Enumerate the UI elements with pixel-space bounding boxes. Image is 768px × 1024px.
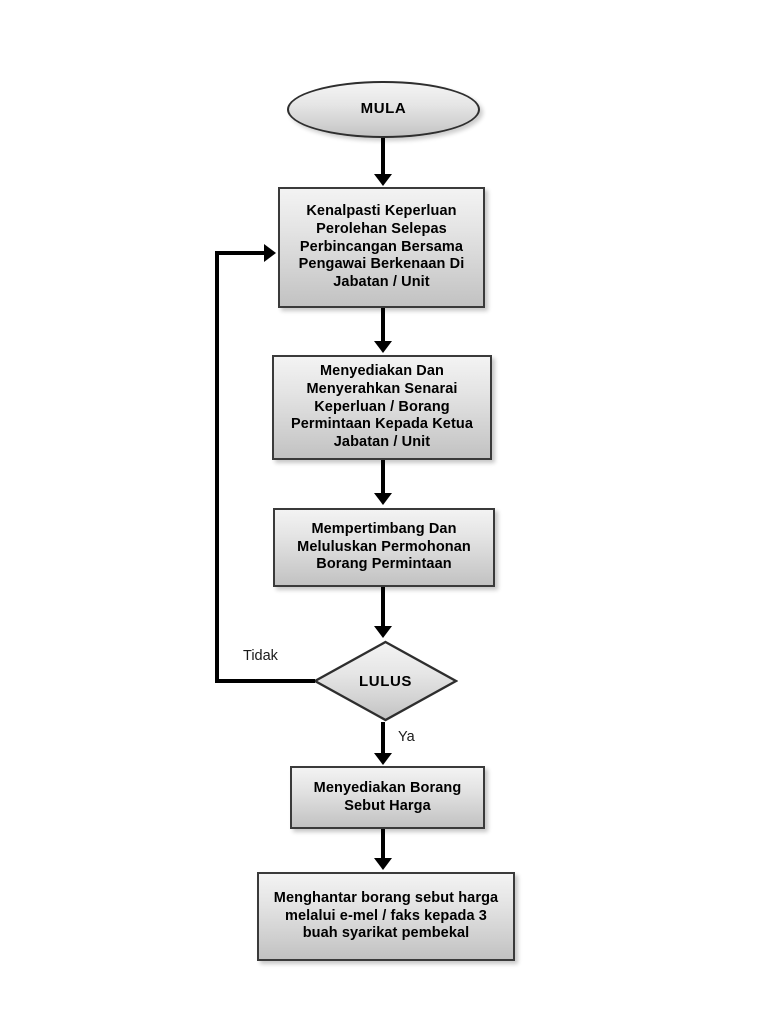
- connector-no-horizontal-top: [215, 251, 266, 255]
- arrowhead-step4-to-step5-icon: [374, 858, 392, 870]
- branch-label-tidak: Tidak: [243, 648, 278, 664]
- node-decision-lulus[interactable]: LULUS: [313, 640, 458, 722]
- arrowhead-step2-to-step3-icon: [374, 493, 392, 505]
- node-step2-line-4: Permintaan Kepada Ketua: [291, 416, 473, 433]
- node-start-label: MULA: [360, 100, 407, 118]
- node-decision-label: LULUS: [359, 672, 412, 690]
- node-step5-line-2: melalui e-mel / faks kepada 3: [285, 907, 487, 924]
- node-step1-line-5: Jabatan / Unit: [333, 274, 430, 291]
- node-step2-line-5: Jabatan / Unit: [333, 434, 431, 451]
- connector-start-to-step1: [381, 138, 385, 175]
- connector-yes-to-step4: [381, 722, 385, 754]
- node-step5-text: Menghantar borang sebut harga melalui e-…: [274, 890, 498, 943]
- node-step5-line-3: buah syarikat pembekal: [302, 925, 470, 942]
- connector-step4-to-step5: [381, 829, 385, 859]
- arrowhead-step3-to-decision-icon: [374, 626, 392, 638]
- node-step4-line-1: Menyediakan Borang: [313, 779, 462, 796]
- node-step2-line-3: Keperluan / Borang: [314, 398, 450, 415]
- arrowhead-no-to-step1-icon: [264, 244, 276, 262]
- branch-label-ya: Ya: [398, 729, 415, 745]
- node-step1-text: Kenalpasti Keperluan Perolehan Selepas P…: [299, 203, 465, 291]
- node-step4-text: Menyediakan Borang Sebut Harga: [314, 780, 462, 815]
- node-step2-submit-requirement-list[interactable]: Menyediakan Dan Menyerahkan Senarai Kepe…: [272, 355, 492, 460]
- node-step2-line-2: Menyerahkan Senarai: [306, 380, 458, 397]
- connector-no-vertical: [215, 251, 219, 683]
- arrowhead-step1-to-step2-icon: [374, 341, 392, 353]
- arrowhead-yes-to-step4-icon: [374, 753, 392, 765]
- node-step1-identify-requirements[interactable]: Kenalpasti Keperluan Perolehan Selepas P…: [278, 187, 485, 308]
- diamond-shape-icon: [313, 640, 458, 722]
- node-step3-consider-approve-request[interactable]: Mempertimbang Dan Meluluskan Permohonan …: [273, 508, 495, 587]
- connector-step3-to-decision: [381, 587, 385, 627]
- node-step2-text: Menyediakan Dan Menyerahkan Senarai Kepe…: [291, 363, 473, 451]
- node-step2-line-1: Menyediakan Dan: [320, 363, 444, 380]
- connector-no-horizontal-bottom: [215, 679, 315, 683]
- node-step1-line-1: Kenalpasti Keperluan: [306, 203, 457, 220]
- node-step4-prepare-quotation-form[interactable]: Menyediakan Borang Sebut Harga: [290, 766, 485, 829]
- node-step1-line-3: Perbincangan Bersama: [299, 238, 464, 255]
- arrowhead-start-to-step1-icon: [374, 174, 392, 186]
- node-step1-line-2: Perolehan Selepas: [316, 220, 447, 237]
- node-step1-line-4: Pengawai Berkenaan Di: [298, 256, 465, 273]
- connector-step2-to-step3: [381, 460, 385, 494]
- node-step3-line-2: Meluluskan Permohonan: [297, 538, 471, 555]
- node-step3-line-3: Borang Permintaan: [316, 556, 452, 573]
- node-step3-line-1: Mempertimbang Dan: [311, 520, 457, 537]
- connector-step1-to-step2: [381, 308, 385, 342]
- node-step4-line-2: Sebut Harga: [344, 797, 431, 814]
- node-step5-line-1: Menghantar borang sebut harga: [273, 889, 499, 906]
- node-step5-send-quotation-to-suppliers[interactable]: Menghantar borang sebut harga melalui e-…: [257, 872, 515, 961]
- node-step3-text: Mempertimbang Dan Meluluskan Permohonan …: [297, 521, 471, 574]
- node-start-mula[interactable]: MULA: [287, 81, 480, 138]
